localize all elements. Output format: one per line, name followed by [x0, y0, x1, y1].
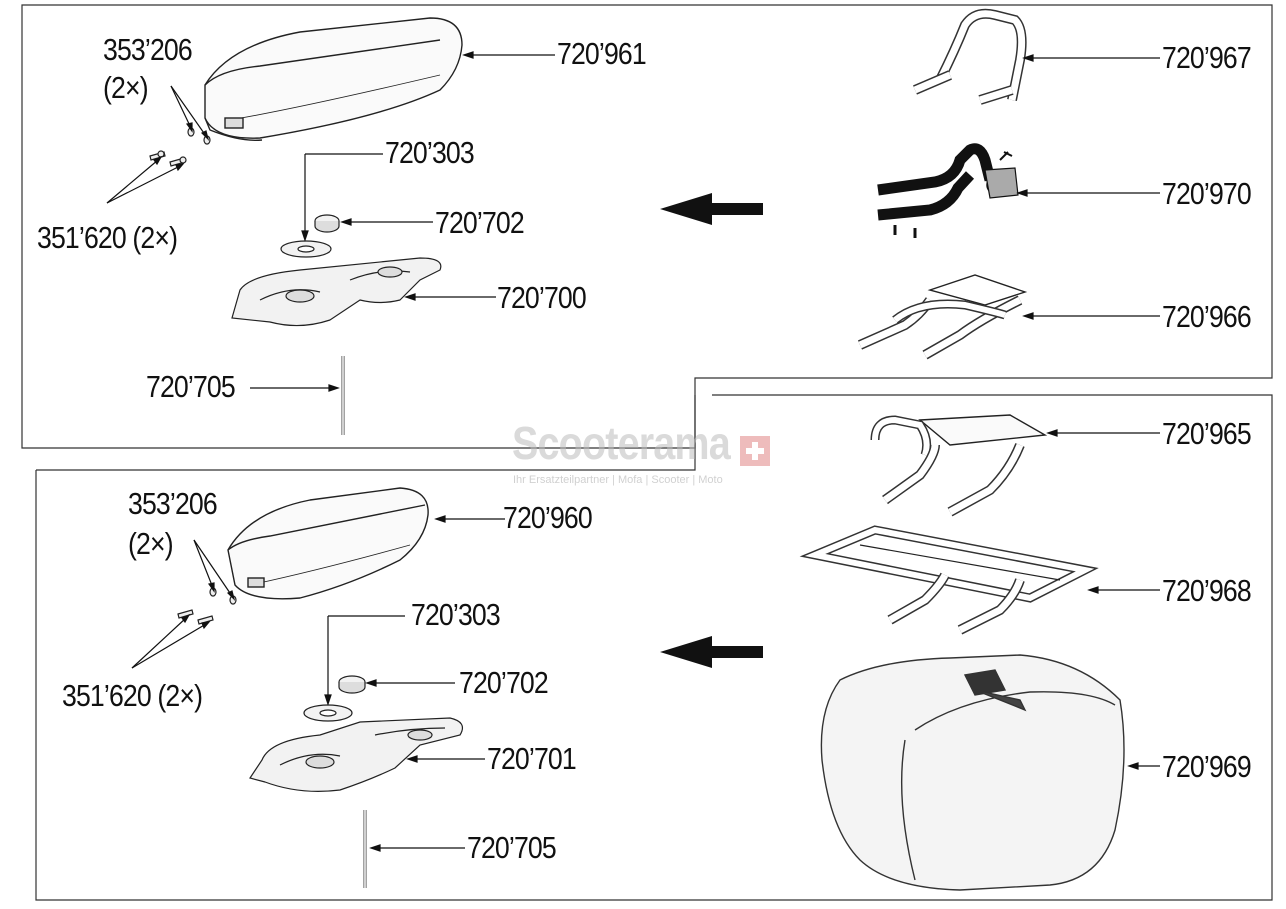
watermark-tagline: Ihr Ersatzteilpartner | Mofa | Scooter |…: [513, 474, 723, 486]
label-small-rack: 720’966: [1162, 299, 1252, 334]
seat-top-illustration: [204, 17, 463, 141]
label-top-screw-washer-qty: (2×): [103, 70, 149, 105]
label-black-rack: 720’970: [1162, 176, 1252, 211]
arrow-bottom: [660, 636, 763, 668]
label-top-screw-washer: 353’206: [103, 32, 193, 67]
label-top-ring: 720’303: [385, 135, 475, 170]
label-top-pin: 720’705: [146, 369, 236, 404]
direction-arrows: [660, 193, 763, 668]
swiss-cross-icon: [740, 436, 770, 466]
label-handle-bar: 720’967: [1162, 40, 1252, 75]
label-large-rack: 720’968: [1162, 573, 1252, 608]
label-bottom-seat: 720’960: [503, 500, 593, 535]
handle-bar-illustration: [913, 8, 1027, 105]
seat-bottom-illustration: [227, 487, 429, 600]
large-rack-illustration: [799, 525, 1099, 635]
label-bottom-bolt: 351’620 (2×): [62, 678, 203, 713]
base-bottom-illustration: [249, 717, 463, 792]
watermark-brand: Scooterama: [512, 417, 731, 469]
label-top-bolt: 351’620 (2×): [37, 220, 178, 255]
base-top-illustration: [231, 257, 442, 327]
label-carrier-rack: 720’965: [1162, 416, 1252, 451]
arrow-top: [660, 193, 763, 225]
top-case-illustration: [820, 654, 1125, 891]
label-top-cap: 720’702: [435, 205, 525, 240]
black-rack-illustration: [877, 143, 1019, 238]
carrier-rack-illustration: [870, 414, 1048, 517]
label-bottom-ring: 720’303: [411, 597, 501, 632]
label-top-seat: 720’961: [557, 36, 647, 71]
label-bottom-screw-washer: 353’206: [128, 486, 218, 521]
label-bottom-pin: 720’705: [467, 830, 557, 865]
small-rack-illustration: [857, 274, 1028, 360]
top-panel-border: [21, 4, 1273, 449]
label-bottom-base: 720’701: [487, 741, 577, 776]
label-top-case: 720’969: [1162, 749, 1252, 784]
label-bottom-screw-washer-qty: (2×): [128, 526, 174, 561]
label-bottom-cap: 720’702: [459, 665, 549, 700]
label-top-base: 720’700: [497, 280, 587, 315]
